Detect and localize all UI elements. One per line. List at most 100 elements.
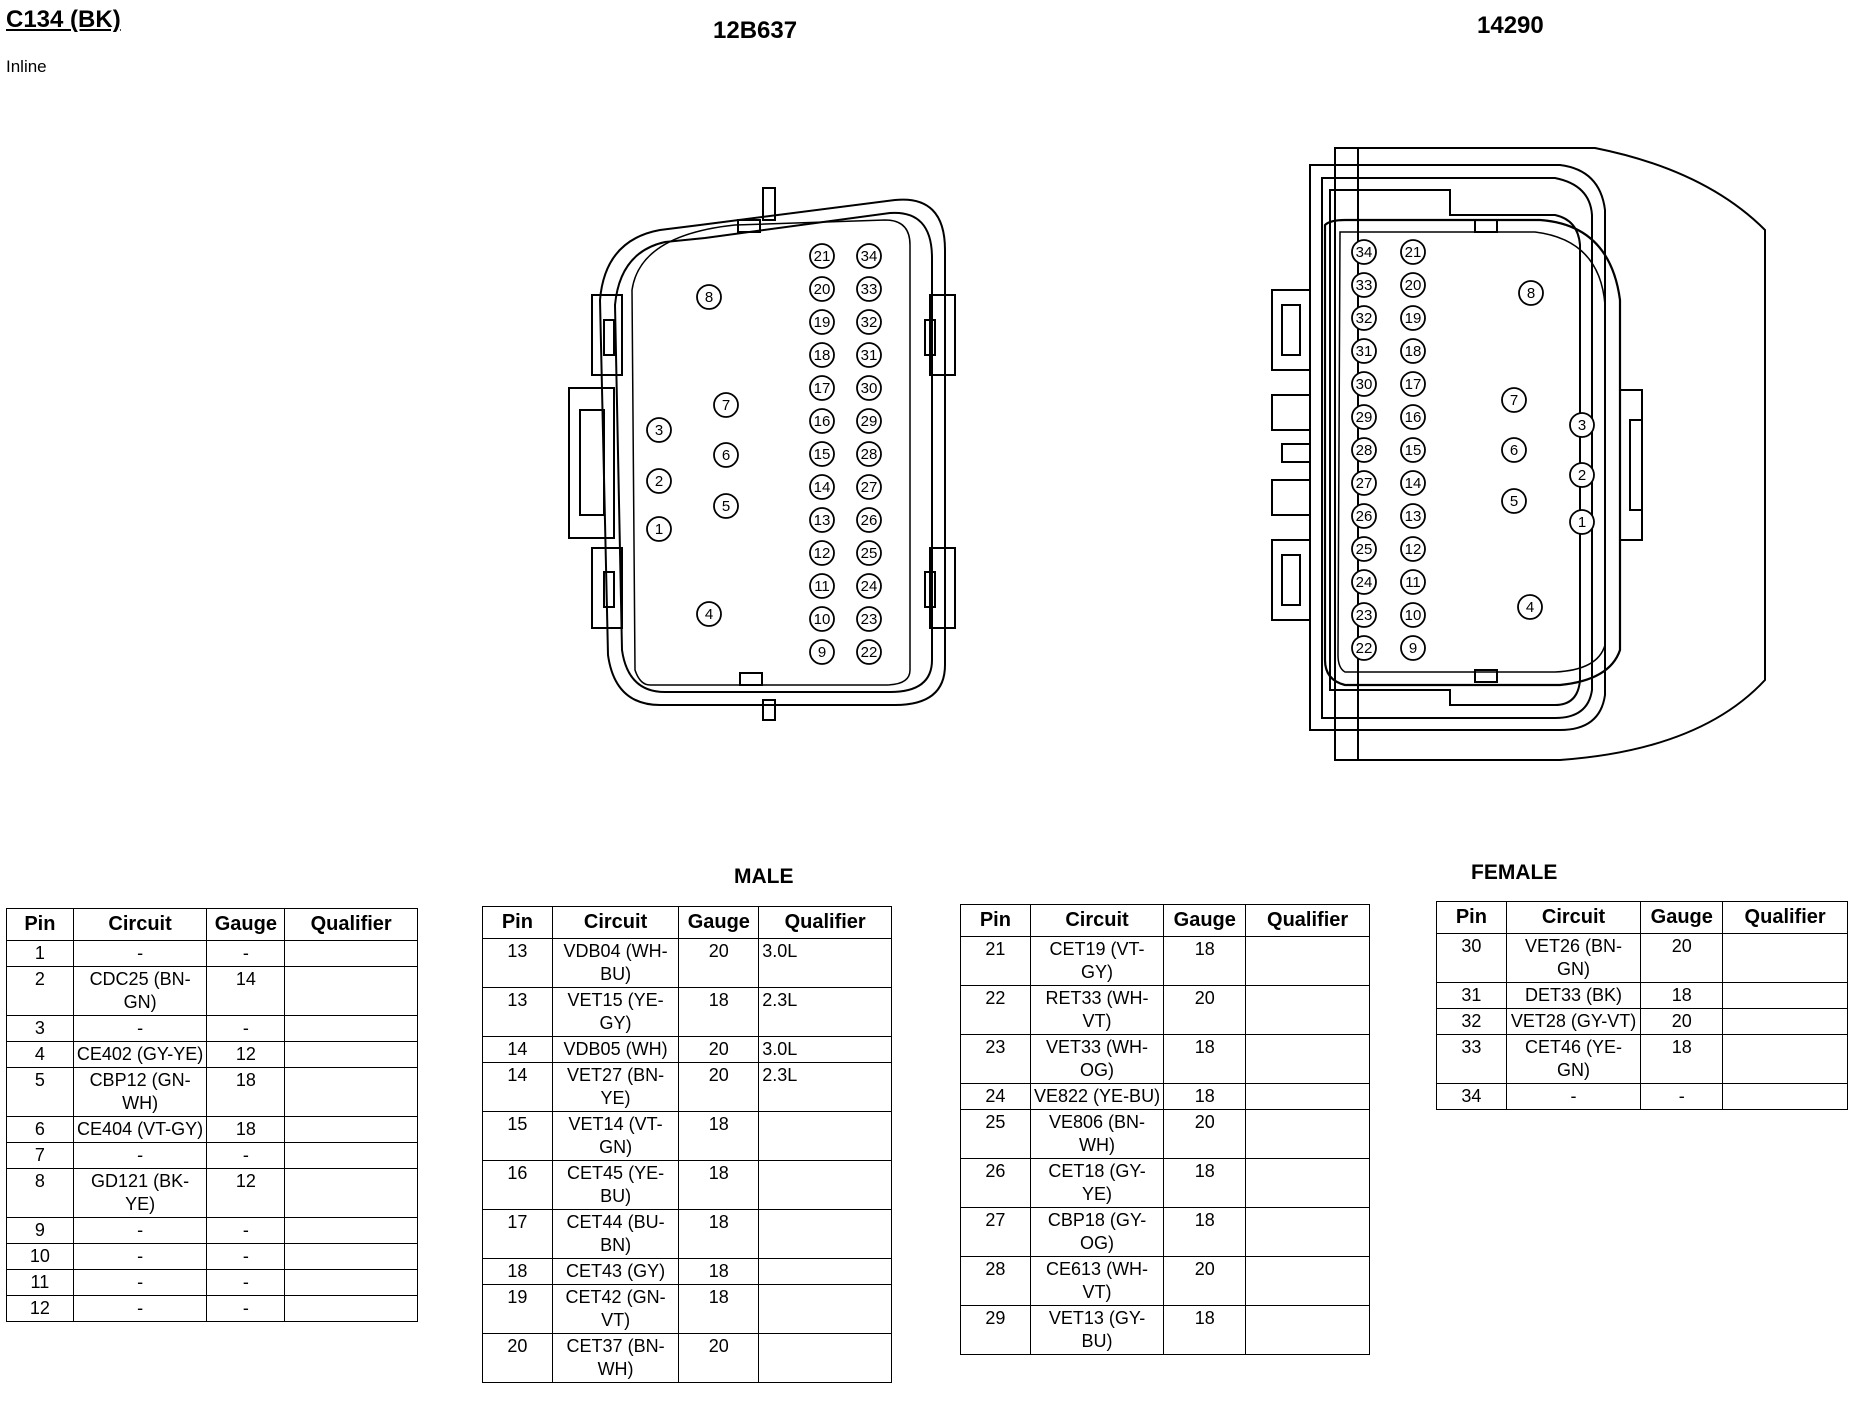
qualifier-cell — [758, 1333, 892, 1383]
pin-circle — [646, 468, 672, 494]
pin-label: 21 — [814, 248, 831, 265]
pin-label: 34 — [1356, 244, 1373, 261]
qualifier-cell — [758, 1258, 892, 1285]
gauge-cell: 20 — [1163, 1109, 1247, 1159]
pin-label: 19 — [814, 314, 831, 331]
gauge-cell: 12 — [206, 1168, 286, 1218]
pin-label: 10 — [814, 611, 831, 628]
pin-cell: 15 — [482, 1111, 553, 1161]
pin-circle — [1400, 305, 1426, 331]
pin-label: 4 — [705, 606, 713, 623]
circuit-cell: CE402 (GY-YE) — [72, 1041, 208, 1068]
circuit-cell: VDB04 (WH-BU) — [551, 938, 680, 988]
pin-label: 26 — [861, 512, 878, 529]
pin-circle — [809, 474, 835, 500]
gauge-cell: 18 — [678, 1160, 760, 1210]
pin-header: Pin — [960, 904, 1031, 937]
circuit-cell: VET15 (YE-GY) — [551, 987, 680, 1037]
pin-label: 7 — [722, 397, 730, 414]
qualifier-header: Qualifier — [758, 906, 892, 939]
pin-label: 32 — [861, 314, 878, 331]
pin-circle — [809, 573, 835, 599]
pin-label: 34 — [861, 248, 878, 265]
pin-label: 26 — [1356, 508, 1373, 525]
pin-label: 15 — [814, 446, 831, 463]
pin-circle — [1518, 280, 1544, 306]
table-row: 10-- — [6, 1243, 418, 1270]
pin-circle — [856, 573, 882, 599]
gauge-header: Gauge — [1640, 901, 1724, 934]
pin-cell: 8 — [6, 1168, 74, 1218]
pin-label: 16 — [1405, 409, 1422, 426]
qualifier-cell: 2.3L — [758, 1062, 892, 1112]
pin-label: 5 — [1510, 493, 1518, 510]
pin-circle — [1351, 569, 1377, 595]
pin-label: 2 — [1578, 467, 1586, 484]
gauge-cell: 20 — [1163, 985, 1247, 1035]
circuit-cell: VET26 (BN-GN) — [1505, 933, 1642, 983]
pin-circle — [1351, 536, 1377, 562]
qualifier-cell: 3.0L — [758, 1036, 892, 1063]
pin-label: 2 — [655, 473, 663, 490]
pin-circle — [713, 392, 739, 418]
gauge-cell: 18 — [206, 1067, 286, 1117]
gauge-header: Gauge — [1163, 904, 1247, 937]
pin-circle — [1351, 239, 1377, 265]
gauge-cell: 20 — [1640, 933, 1724, 983]
circuit-cell: CBP12 (GN-WH) — [72, 1067, 208, 1117]
pin-label: 25 — [1356, 541, 1373, 558]
pin-circle — [1400, 602, 1426, 628]
circuit-cell: CET19 (VT-GY) — [1029, 936, 1165, 986]
pin-circle — [856, 507, 882, 533]
table-row: 12-- — [6, 1295, 418, 1322]
pin-label: 24 — [1356, 574, 1373, 591]
pin-label: 3 — [1578, 417, 1586, 434]
pin-cell: 26 — [960, 1158, 1031, 1208]
gauge-cell: 20 — [678, 1062, 760, 1112]
pin-label: 22 — [1356, 640, 1373, 657]
pin-circle — [809, 309, 835, 335]
gauge-cell: 18 — [1163, 936, 1247, 986]
circuit-cell: CE613 (WH-VT) — [1029, 1256, 1165, 1306]
pin-circle — [856, 606, 882, 632]
pin-cell: 33 — [1436, 1034, 1507, 1084]
pin-label: 22 — [861, 644, 878, 661]
pin-cell: 17 — [482, 1209, 553, 1259]
gauge-cell: 18 — [1163, 1158, 1247, 1208]
pin-label: 21 — [1405, 244, 1422, 261]
pin-circle — [856, 408, 882, 434]
pin-cell: 2 — [6, 966, 74, 1016]
circuit-cell: DET33 (BK) — [1505, 982, 1642, 1009]
circuit-cell: CE404 (VT-GY) — [72, 1116, 208, 1143]
pin-label: 25 — [861, 545, 878, 562]
pin-header: Pin — [6, 908, 74, 941]
gauge-cell: 20 — [678, 1036, 760, 1063]
pin-cell: 7 — [6, 1142, 74, 1169]
pin-circle — [1351, 371, 1377, 397]
qualifier-cell — [1245, 1207, 1370, 1257]
table-row: 9-- — [6, 1217, 418, 1244]
gauge-cell: 12 — [206, 1041, 286, 1068]
pin-label: 6 — [722, 447, 730, 464]
pin-label: 28 — [861, 446, 878, 463]
pin-cell: 10 — [6, 1243, 74, 1270]
qualifier-cell — [284, 1243, 418, 1270]
pin-circle — [809, 639, 835, 665]
qualifier-cell — [1722, 1034, 1848, 1084]
circuit-cell: VE822 (YE-BU) — [1029, 1083, 1165, 1110]
circuit-header: Circuit — [551, 906, 680, 939]
pin-label: 29 — [1356, 409, 1373, 426]
qualifier-cell — [1245, 985, 1370, 1035]
pin-cell: 30 — [1436, 933, 1507, 983]
pin-label: 23 — [861, 611, 878, 628]
pin-header: Pin — [482, 906, 553, 939]
